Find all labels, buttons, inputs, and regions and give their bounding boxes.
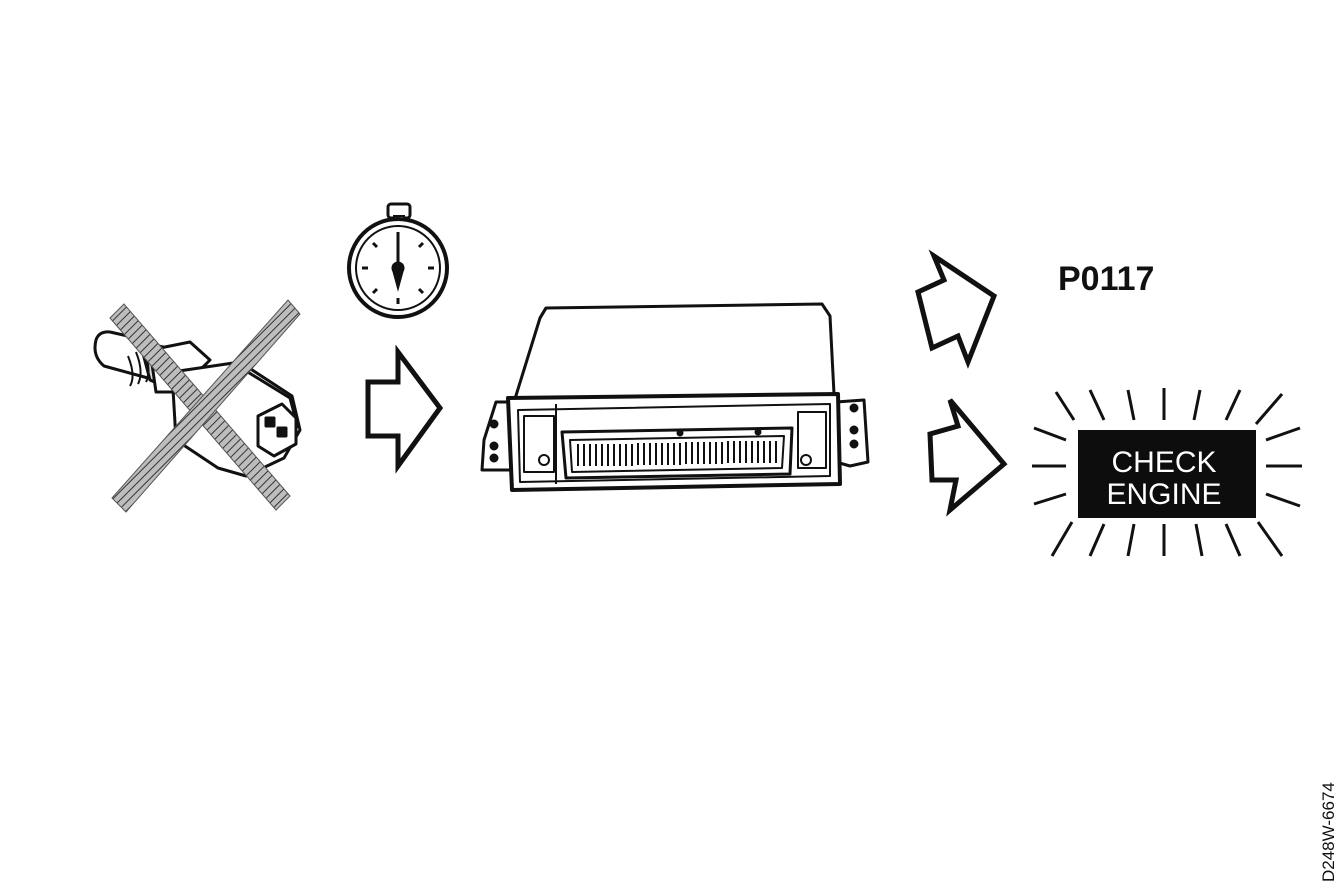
right-arrow-icon <box>915 249 998 369</box>
trouble-code-label: P0117 <box>1058 260 1154 298</box>
figure-id-label: D248W-6674 <box>1319 782 1338 882</box>
lamp-text-line2: ENGINE <box>1106 478 1221 511</box>
lamp-rays <box>1032 388 1302 557</box>
engine-control-module-icon <box>480 302 870 492</box>
right-arrow-icon <box>927 398 1008 517</box>
right-arrow-icon <box>365 344 444 474</box>
stopwatch-icon <box>347 202 449 319</box>
lamp-text-line1: CHECK <box>1111 446 1216 479</box>
cross-out-icon <box>109 299 301 513</box>
check-engine-lamp-icon: CHECK ENGINE <box>1032 388 1302 557</box>
lamp-panel <box>1078 430 1256 518</box>
